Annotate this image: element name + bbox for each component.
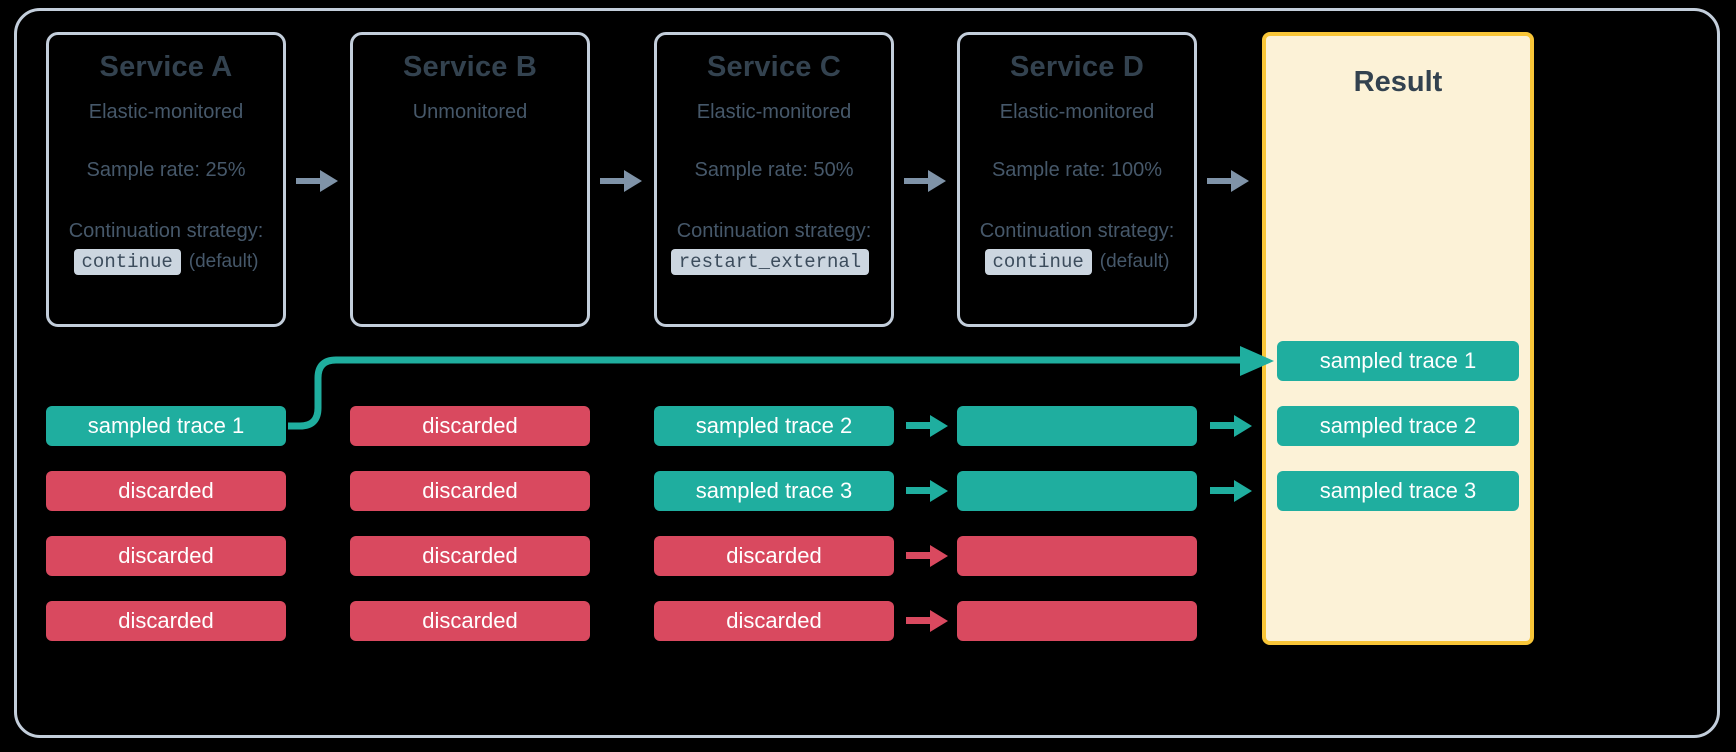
service-a-strategy-row: continue (default)	[49, 249, 283, 276]
result-panel-title: Result	[1353, 66, 1443, 98]
chain-arrow-d-to-result	[1207, 170, 1249, 192]
chain-arrow-c-to-d	[904, 170, 946, 192]
service-d-sample-rate: Sample rate: 100%	[991, 159, 1163, 182]
service-box-d[interactable]: Service D Elastic-monitored Sample rate:…	[957, 32, 1197, 327]
trace-d-2[interactable]	[957, 471, 1197, 511]
service-c-sample-rate: Sample rate: 50%	[694, 159, 854, 182]
trace-a-4[interactable]: discarded	[46, 601, 286, 641]
trace-c-4[interactable]: discarded	[654, 601, 894, 641]
service-c-title: Service C	[707, 51, 841, 83]
result-trace-3[interactable]: sampled trace 3	[1277, 471, 1519, 511]
trace-c-2[interactable]: sampled trace 3	[654, 471, 894, 511]
result-panel[interactable]: Result	[1262, 32, 1534, 645]
trace-d-1[interactable]	[957, 406, 1197, 446]
service-a-sample-rate: Sample rate: 25%	[86, 159, 246, 182]
service-box-a[interactable]: Service A Elastic-monitored Sample rate:…	[46, 32, 286, 327]
outer-frame	[14, 8, 1720, 738]
service-d-strategy-row: continue (default)	[960, 249, 1194, 276]
service-a-title: Service A	[99, 51, 233, 83]
service-b-monitoring: Unmonitored	[412, 101, 528, 124]
trace-a-1[interactable]: sampled trace 1	[46, 406, 286, 446]
service-c-strategy-code: restart_external	[670, 249, 870, 276]
service-a-monitoring: Elastic-monitored	[88, 101, 244, 124]
trace-b-1[interactable]: discarded	[350, 406, 590, 446]
service-a-continuation-label: Continuation strategy:	[68, 220, 264, 243]
trace-b-4[interactable]: discarded	[350, 601, 590, 641]
service-d-continuation-label: Continuation strategy:	[979, 220, 1175, 243]
arrow-c1-to-d1	[906, 415, 948, 437]
chain-arrow-a-to-b	[296, 170, 338, 192]
service-c-continuation-label: Continuation strategy:	[676, 220, 872, 243]
service-c-monitoring: Elastic-monitored	[696, 101, 852, 124]
arrow-c4-to-d4	[906, 610, 948, 632]
trace-b-2[interactable]: discarded	[350, 471, 590, 511]
result-trace-2[interactable]: sampled trace 2	[1277, 406, 1519, 446]
service-d-monitoring: Elastic-monitored	[999, 101, 1155, 124]
trace-c-1[interactable]: sampled trace 2	[654, 406, 894, 446]
arrow-d2-to-result3	[1210, 480, 1252, 502]
trace-c-3[interactable]: discarded	[654, 536, 894, 576]
trace-b-3[interactable]: discarded	[350, 536, 590, 576]
service-box-c[interactable]: Service C Elastic-monitored Sample rate:…	[654, 32, 894, 327]
trace-d-4[interactable]	[957, 601, 1197, 641]
service-b-title: Service B	[403, 51, 537, 83]
service-c-strategy-row: restart_external	[657, 249, 891, 276]
chain-arrow-b-to-c	[600, 170, 642, 192]
service-d-strategy-note: (default)	[1099, 251, 1170, 273]
service-a-strategy-note: (default)	[188, 251, 259, 273]
arrow-d1-to-result2	[1210, 415, 1252, 437]
service-box-b[interactable]: Service B Unmonitored	[350, 32, 590, 327]
service-d-title: Service D	[1010, 51, 1144, 83]
service-a-strategy-code: continue	[73, 249, 181, 276]
arrow-c3-to-d3	[906, 545, 948, 567]
trace-a-2[interactable]: discarded	[46, 471, 286, 511]
trace-a-3[interactable]: discarded	[46, 536, 286, 576]
service-d-strategy-code: continue	[984, 249, 1092, 276]
result-trace-1[interactable]: sampled trace 1	[1277, 341, 1519, 381]
trace-d-3[interactable]	[957, 536, 1197, 576]
arrow-c2-to-d2	[906, 480, 948, 502]
